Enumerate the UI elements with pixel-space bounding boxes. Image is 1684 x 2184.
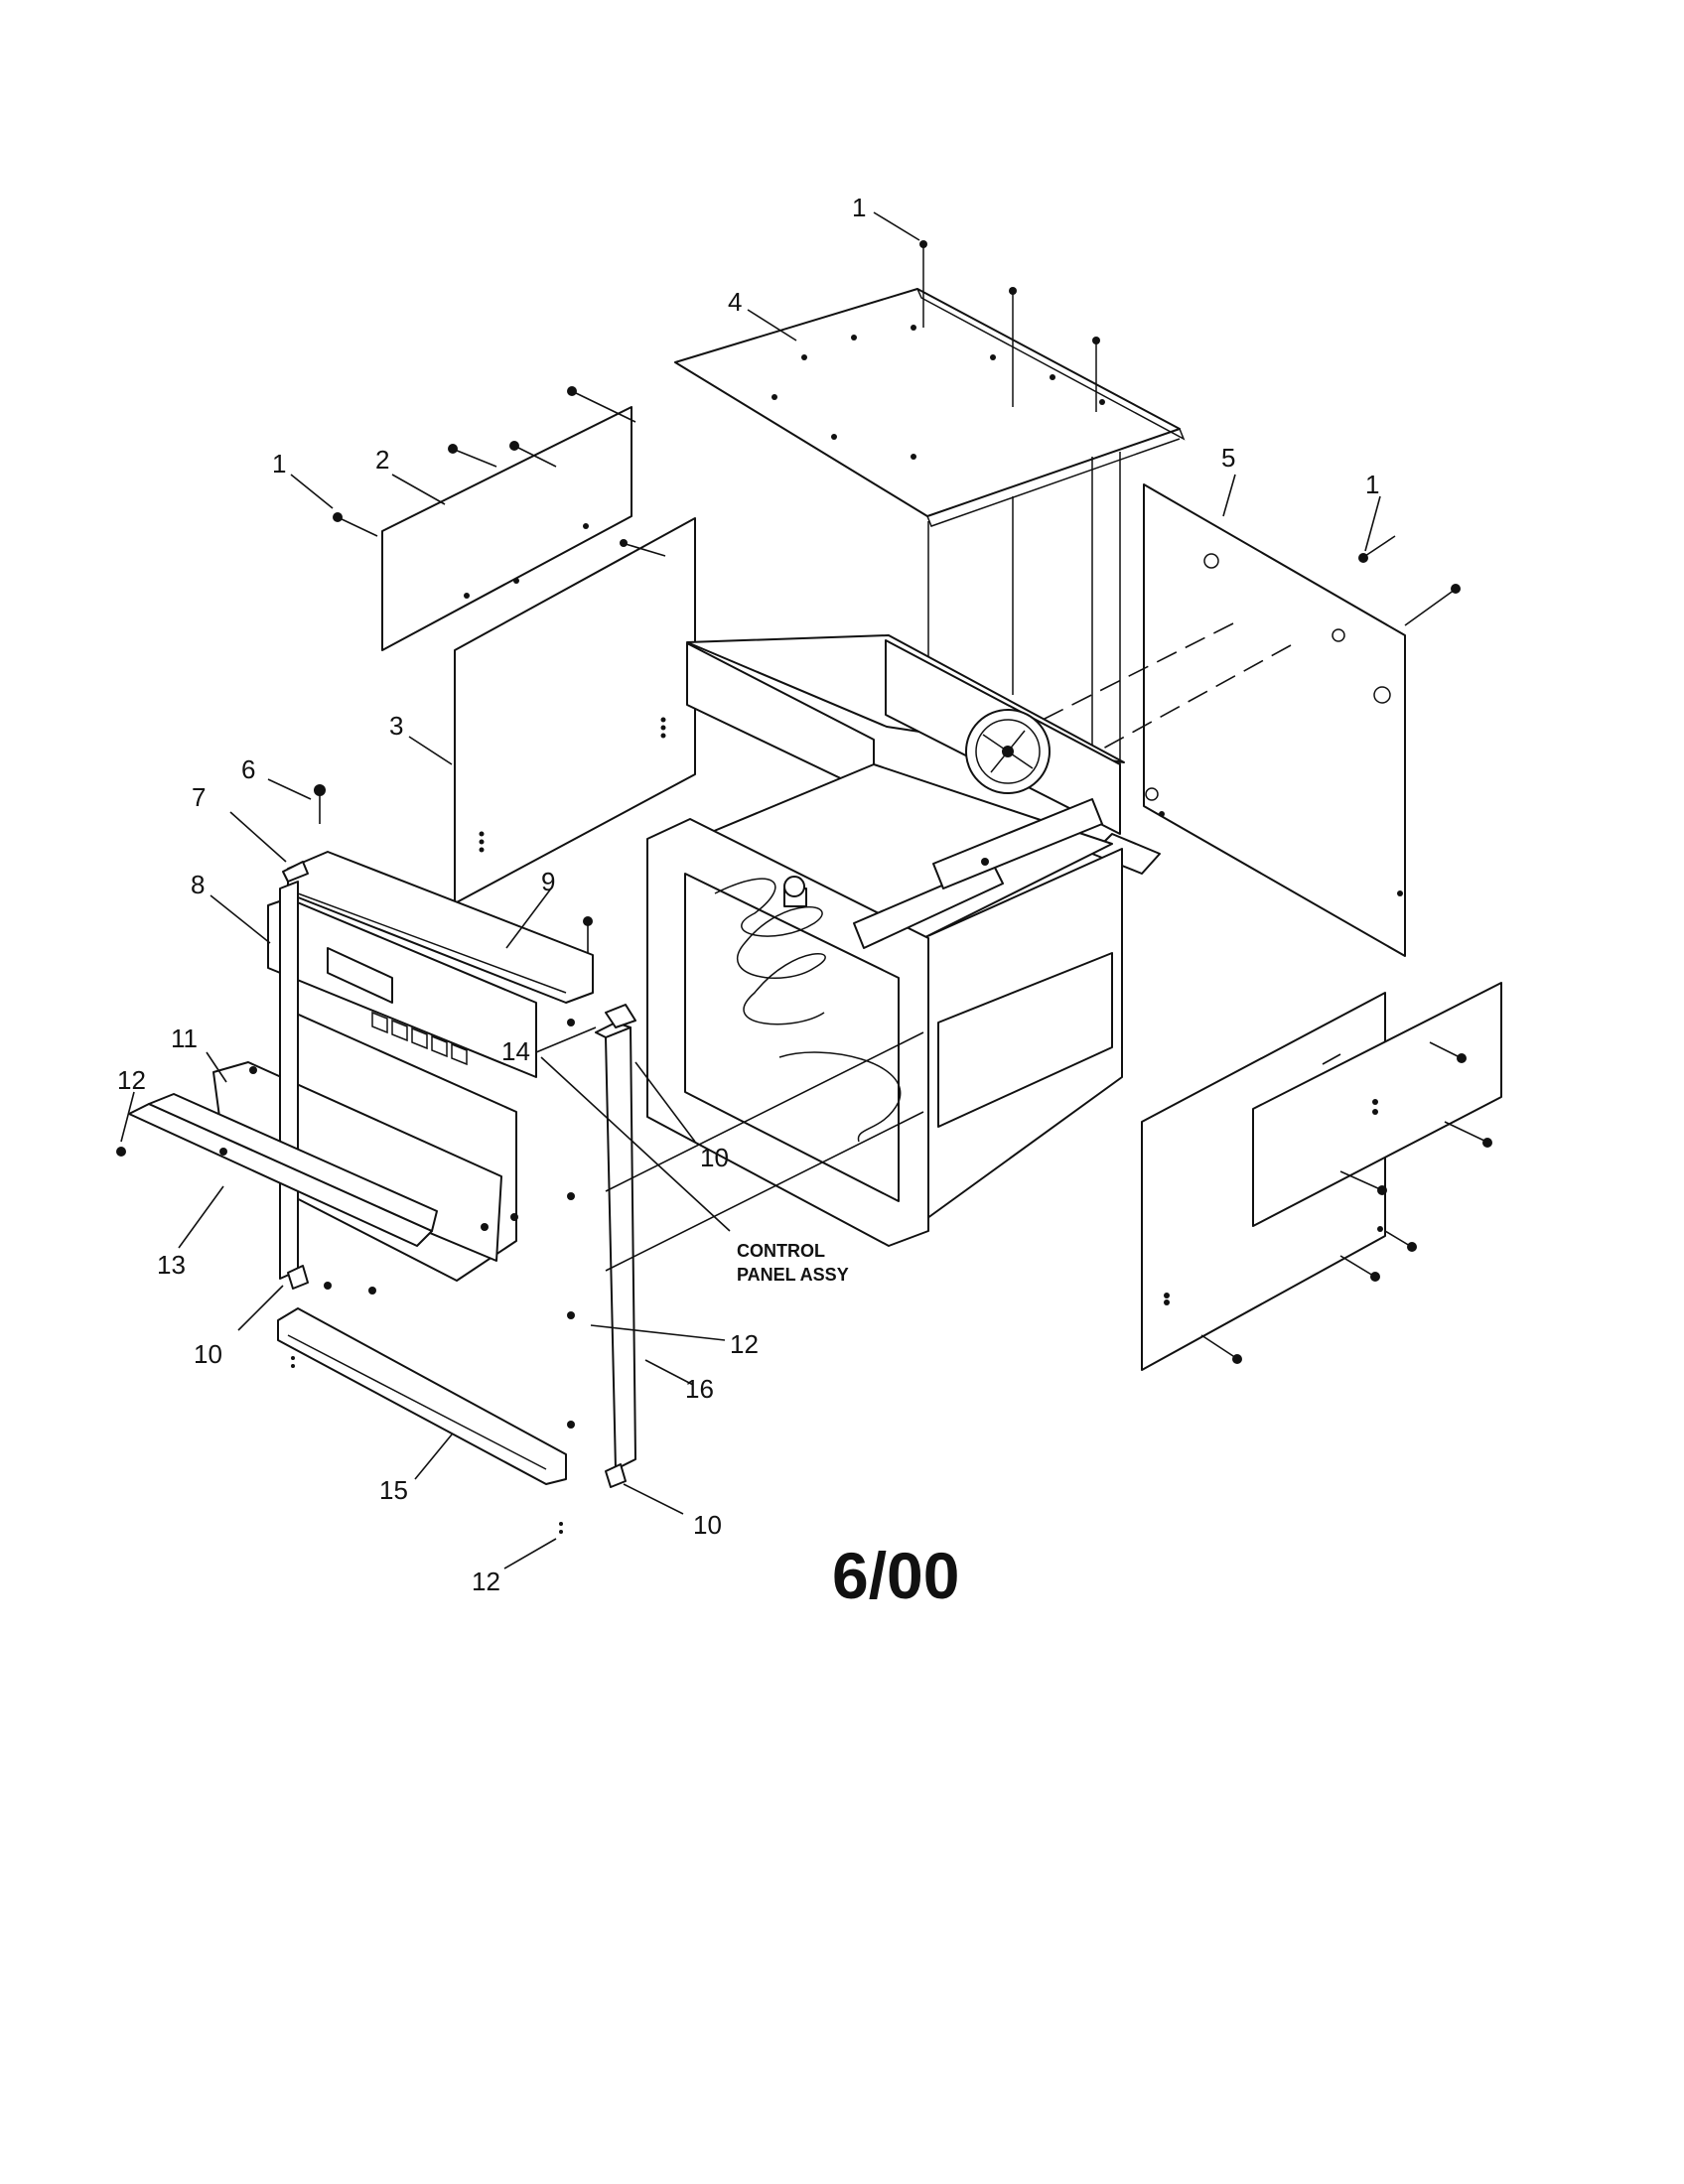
- right-panel-screws: [1358, 535, 1461, 626]
- lower-right-panel: [1141, 982, 1502, 1371]
- control-panel-assy-label: CONTROL: [737, 1241, 825, 1261]
- top-panel: [674, 288, 1186, 527]
- callout-9: 9: [541, 867, 555, 896]
- callout-13: 13: [157, 1250, 186, 1280]
- callout-7: 7: [192, 782, 206, 812]
- left-side-panel: [454, 517, 696, 904]
- callout-2: 2: [375, 445, 389, 475]
- side-trim-strip: [595, 1022, 636, 1470]
- lower-trim-bar: [128, 1093, 438, 1295]
- date-code: 6/00: [832, 1539, 959, 1612]
- control-panel-assy-label-2: PANEL ASSY: [737, 1265, 849, 1285]
- callout-11: 11: [171, 1024, 198, 1053]
- callout-6: 6: [241, 754, 255, 784]
- callout-labels: 1 4 5 1 2 1 3 6 7 8 9 11 12 14 10 13 10 …: [117, 193, 1379, 1596]
- callout-3: 3: [389, 711, 403, 741]
- callout-16: 16: [685, 1374, 714, 1404]
- bottom-trim: [277, 1307, 567, 1485]
- callout-10-mid: 10: [700, 1143, 729, 1172]
- right-side-panel: [1143, 483, 1406, 957]
- callout-10-left: 10: [194, 1339, 222, 1369]
- callout-8: 8: [191, 870, 205, 899]
- callout-5: 5: [1221, 443, 1235, 473]
- callout-1-left: 1: [272, 449, 286, 478]
- callout-1-right: 1: [1365, 470, 1379, 499]
- lower-right-screws: [1200, 1041, 1492, 1364]
- callout-10-bottom: 10: [693, 1510, 722, 1540]
- callout-12-mid: 12: [730, 1329, 759, 1359]
- callout-15: 15: [379, 1475, 408, 1505]
- callout-leaders: [120, 211, 1381, 1570]
- callout-4: 4: [728, 287, 742, 317]
- callout-12-left: 12: [117, 1065, 146, 1095]
- upper-left-side-panel: [381, 406, 632, 651]
- control-panel-hardware: [116, 784, 636, 1534]
- callout-12-bottom: 12: [472, 1567, 500, 1596]
- oven-body: [646, 634, 1161, 1247]
- left-panel-screws: [333, 386, 666, 557]
- callout-14: 14: [501, 1036, 530, 1066]
- top-screws: [919, 240, 1100, 412]
- callout-1-top: 1: [852, 193, 866, 222]
